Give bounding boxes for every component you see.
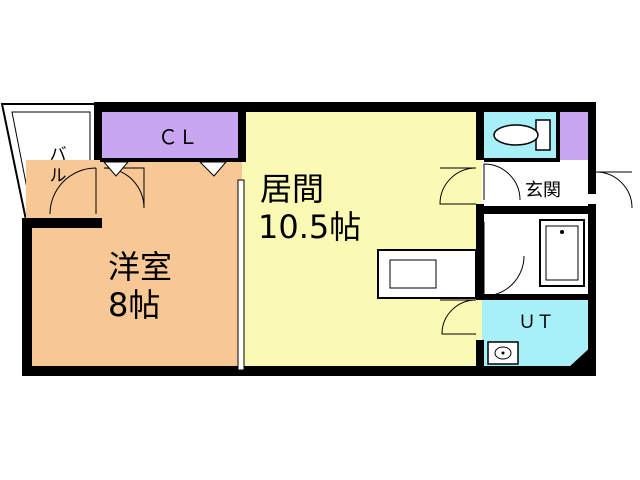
entrance-area bbox=[482, 162, 588, 210]
western-room-size: 8帖 bbox=[108, 286, 160, 324]
bathtub-inner bbox=[545, 225, 579, 281]
living-room-label: 居間 bbox=[260, 170, 324, 208]
doors bbox=[49, 161, 633, 335]
balcony-label-line1: バ bbox=[50, 145, 67, 165]
washbasin-icon bbox=[487, 341, 519, 365]
closet bbox=[100, 112, 242, 160]
bathtub-drain bbox=[560, 230, 564, 234]
bathtub bbox=[539, 219, 585, 287]
living-room-size: 10.5帖 bbox=[258, 208, 361, 246]
balcony-label-line2: ル bbox=[50, 166, 67, 186]
western-room-label: 洋室 bbox=[108, 248, 172, 286]
utility-label: ＵＴ bbox=[518, 312, 554, 333]
entrance-label: 玄関 bbox=[525, 180, 561, 201]
kitchen-sink bbox=[389, 259, 437, 289]
walls bbox=[22, 102, 596, 376]
storage-small bbox=[560, 112, 588, 160]
living-room bbox=[242, 112, 482, 370]
western-room bbox=[26, 160, 242, 370]
closet-label: ＣＬ bbox=[158, 125, 198, 149]
toilet-icon bbox=[493, 119, 551, 151]
